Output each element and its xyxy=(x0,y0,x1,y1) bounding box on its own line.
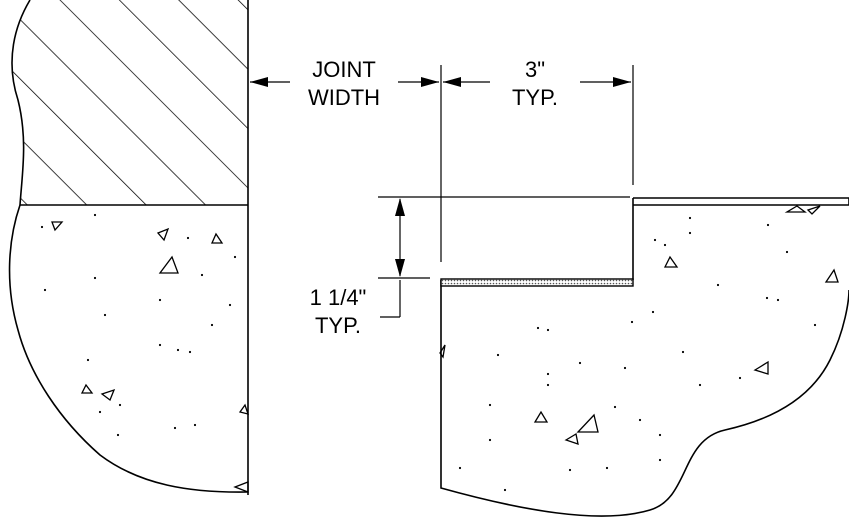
joint-width-label-line1: JOINT xyxy=(312,57,376,82)
spacing-label-line2: TYP. xyxy=(512,85,558,110)
depth-dimension: 1 1/4" TYP. xyxy=(310,196,630,338)
left-concrete-section xyxy=(8,0,249,495)
joint-width-dimension: JOINT WIDTH xyxy=(250,57,439,110)
joint-width-label-line2: WIDTH xyxy=(308,85,380,110)
right-aggregate-marks xyxy=(439,205,839,492)
left-wall-section xyxy=(11,0,248,206)
depth-label-line2: TYP. xyxy=(315,313,361,338)
spacing-dimension: 3" TYP. xyxy=(443,57,631,110)
left-aggregate-marks xyxy=(40,213,249,493)
spacing-label-line1: 3" xyxy=(525,57,545,82)
depth-label-line1: 1 1/4" xyxy=(310,285,367,310)
right-concrete-section xyxy=(439,197,849,517)
sealant-strip xyxy=(440,278,634,287)
